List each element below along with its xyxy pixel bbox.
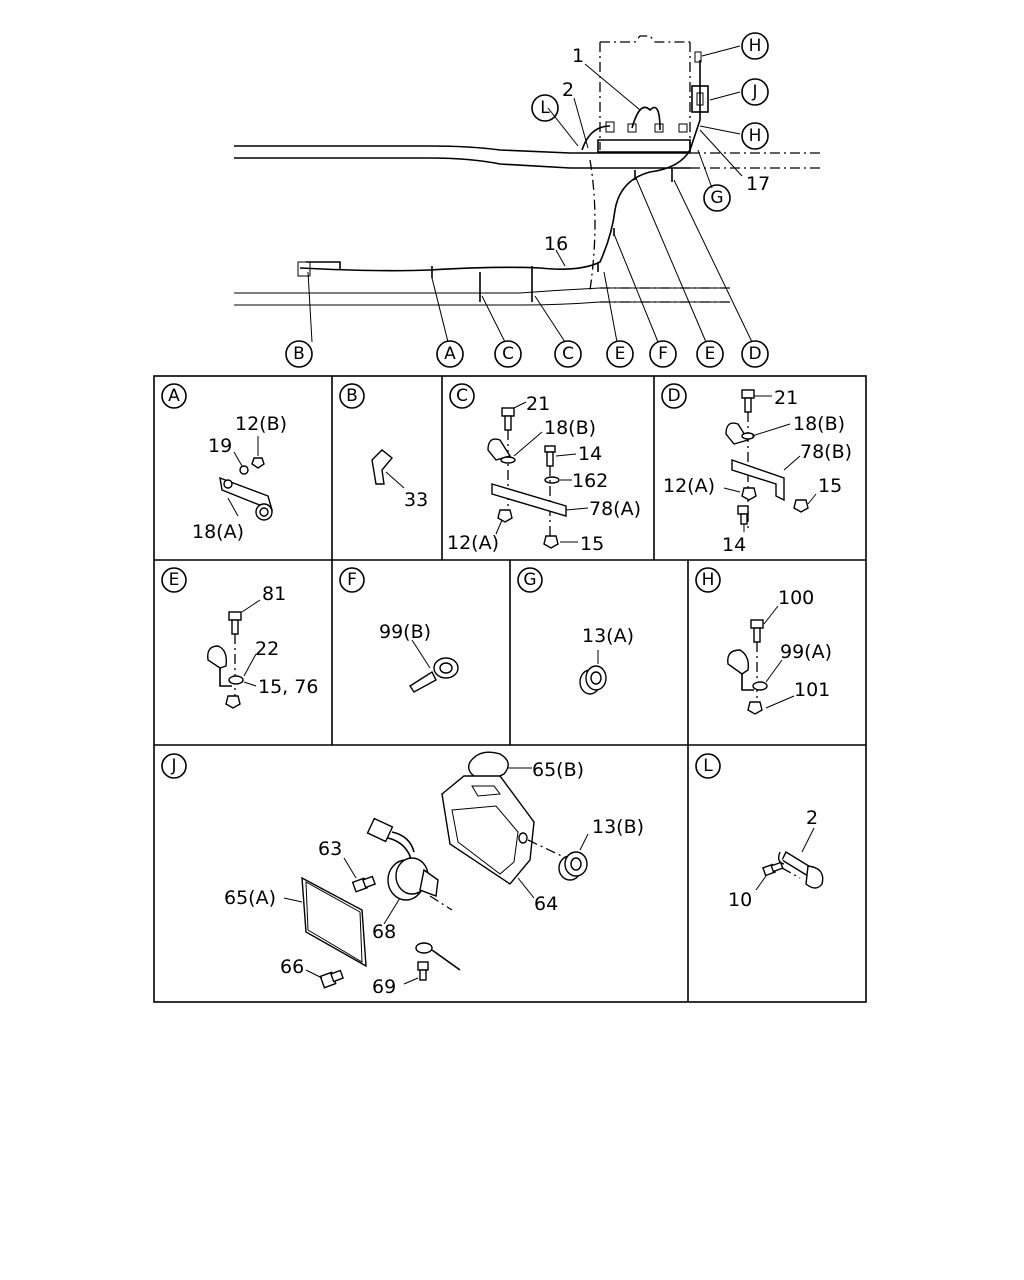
label-13B: 13(B) [592, 816, 644, 838]
panel-L-letter: L [695, 753, 721, 779]
circle-ref-B: B [285, 340, 313, 368]
label-14: 14 [722, 534, 746, 556]
svg-text:A: A [168, 386, 180, 406]
label-21: 21 [774, 387, 798, 409]
label-100: 100 [778, 587, 814, 609]
svg-text:C: C [456, 386, 468, 406]
panel-L: L 2 10 [695, 753, 824, 911]
panel-F: F 99(B) [339, 567, 459, 693]
panel-F-letter: F [339, 567, 365, 593]
circle-ref-F: F [649, 340, 677, 368]
panel-E: E 81 22 15, 76 [161, 567, 318, 709]
svg-text:H: H [749, 36, 762, 56]
label-162: 162 [572, 470, 608, 492]
svg-text:L: L [540, 98, 550, 118]
label-66: 66 [280, 956, 304, 978]
label-101: 101 [794, 679, 830, 701]
circle-ref-E2: E [696, 340, 724, 368]
svg-text:G: G [710, 188, 723, 208]
svg-text:F: F [347, 570, 357, 590]
label-18B: 18(B) [793, 413, 845, 435]
panel-C-letter: C [449, 383, 475, 409]
label-12B: 12(B) [235, 413, 287, 435]
label-99A: 99(A) [780, 641, 832, 663]
label-2: 2 [806, 807, 818, 829]
circle-ref-H-mid: H [741, 122, 769, 150]
panel-B: B 33 [339, 383, 428, 511]
panel-H: H 100 99(A) 101 [695, 567, 832, 715]
circle-ref-H-top: H [741, 32, 769, 60]
label-22: 22 [255, 638, 279, 660]
circle-ref-J: J [741, 78, 769, 106]
svg-text:C: C [502, 344, 514, 364]
svg-text:B: B [346, 386, 358, 406]
label-15-76: 15, 76 [258, 676, 318, 698]
callout-2: 2 [562, 79, 574, 101]
svg-text:F: F [658, 344, 668, 364]
label-15: 15 [580, 533, 604, 555]
label-18B: 18(B) [544, 417, 596, 439]
overview-drawing [234, 35, 820, 343]
label-99B: 99(B) [379, 621, 431, 643]
label-68: 68 [372, 921, 396, 943]
detail-grid [153, 375, 867, 1003]
svg-text:E: E [705, 344, 716, 364]
panel-C: C 21 18(B) 14 162 78(A) 12(A) 15 [447, 383, 641, 555]
label-12A: 12(A) [663, 475, 715, 497]
label-78B: 78(B) [800, 441, 852, 463]
label-15: 15 [818, 475, 842, 497]
panel-A-letter: A [161, 383, 187, 409]
circle-ref-L: L [531, 94, 559, 122]
panel-D: D 21 18(B) 78(B) 12(A) 15 14 [661, 383, 852, 556]
svg-text:A: A [444, 344, 456, 364]
svg-text:D: D [748, 344, 761, 364]
svg-text:L: L [703, 756, 713, 776]
circle-ref-A: A [436, 340, 464, 368]
label-65A: 65(A) [224, 887, 276, 909]
svg-text:E: E [615, 344, 626, 364]
callout-16: 16 [544, 233, 568, 255]
label-18A: 18(A) [192, 521, 244, 543]
label-19: 19 [208, 435, 232, 457]
callout-1: 1 [572, 45, 584, 67]
svg-text:H: H [702, 570, 715, 590]
panel-A: A 12(B) 19 18(A) [161, 383, 287, 543]
panel-J: J [161, 751, 644, 998]
label-81: 81 [262, 583, 286, 605]
svg-text:G: G [523, 570, 536, 590]
panel-D-letter: D [661, 383, 687, 409]
label-65B: 65(B) [532, 759, 584, 781]
label-78A: 78(A) [589, 498, 641, 520]
circle-ref-G: G [703, 184, 731, 212]
circle-ref-C2: C [554, 340, 582, 368]
label-63: 63 [318, 838, 342, 860]
label-14: 14 [578, 443, 602, 465]
label-33: 33 [404, 489, 428, 511]
panel-B-letter: B [339, 383, 365, 409]
svg-text:J: J [751, 82, 757, 102]
label-13A: 13(A) [582, 625, 634, 647]
label-69: 69 [372, 976, 396, 998]
label-12A: 12(A) [447, 532, 499, 554]
svg-text:E: E [169, 570, 180, 590]
panel-E-letter: E [161, 567, 187, 593]
panel-G-letter: G [517, 567, 543, 593]
callout-17: 17 [746, 173, 770, 195]
circle-ref-E1: E [606, 340, 634, 368]
svg-text:D: D [667, 386, 680, 406]
svg-text:B: B [293, 344, 305, 364]
circle-ref-D: D [741, 340, 769, 368]
panel-H-letter: H [695, 567, 721, 593]
svg-text:J: J [170, 756, 176, 776]
panel-J-letter: J [161, 753, 187, 779]
svg-text:H: H [749, 126, 762, 146]
label-64: 64 [534, 893, 558, 915]
label-21: 21 [526, 393, 550, 415]
label-10: 10 [728, 889, 752, 911]
svg-text:C: C [562, 344, 574, 364]
circle-ref-C1: C [494, 340, 522, 368]
panel-G: G 13(A) [517, 567, 634, 695]
